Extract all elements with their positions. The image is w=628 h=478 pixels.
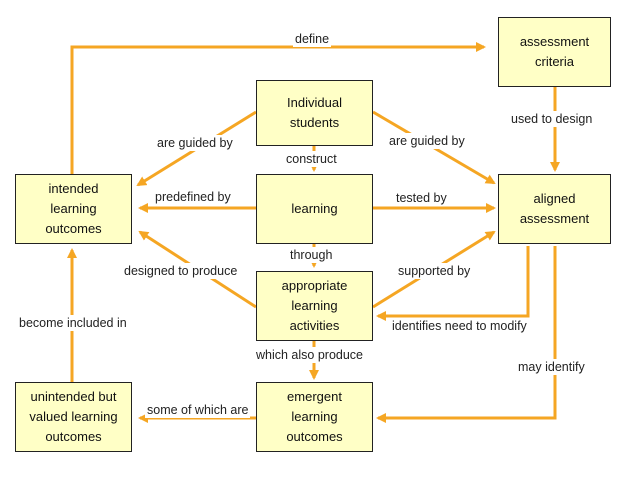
node-individual-students: Individual students (256, 80, 373, 146)
label-construct: construct (284, 151, 339, 167)
label-tested-by: tested by (394, 190, 449, 206)
arrow-define (70, 42, 486, 174)
label-supported-by: supported by (396, 263, 473, 279)
label-designed-to-produce: designed to produce (122, 263, 240, 279)
arrow-identifies-need (376, 246, 530, 321)
label-some-of-which-are: some of which are (145, 402, 251, 418)
node-emergent-learning-outcomes: emergent learning outcomes (256, 382, 373, 452)
node-aligned-assessment: aligned assessment (498, 174, 611, 244)
label-may-identify: may identify (516, 359, 587, 375)
label-are-guided-by-right: are guided by (387, 133, 467, 149)
node-assessment-criteria: assessment criteria (498, 17, 611, 87)
node-unintended-valued-outcomes: unintended but valued learning outcomes (15, 382, 132, 452)
label-define: define (293, 31, 332, 47)
label-become-included-in: become included in (17, 315, 129, 331)
label-identifies-need-to-modify: identifies need to modify (390, 318, 529, 334)
node-learning: learning (256, 174, 373, 244)
label-used-to-design: used to design (509, 111, 595, 127)
label-through: through (288, 247, 335, 263)
label-predefined-by: predefined by (153, 189, 233, 205)
node-appropriate-learning-activities: appropriate learning activities (256, 271, 373, 341)
node-intended-learning-outcomes: intended learning outcomes (15, 174, 132, 244)
label-which-also-produce: which also produce (254, 347, 366, 363)
label-are-guided-by-left: are guided by (155, 135, 235, 151)
arrow-may-identify (376, 246, 557, 423)
